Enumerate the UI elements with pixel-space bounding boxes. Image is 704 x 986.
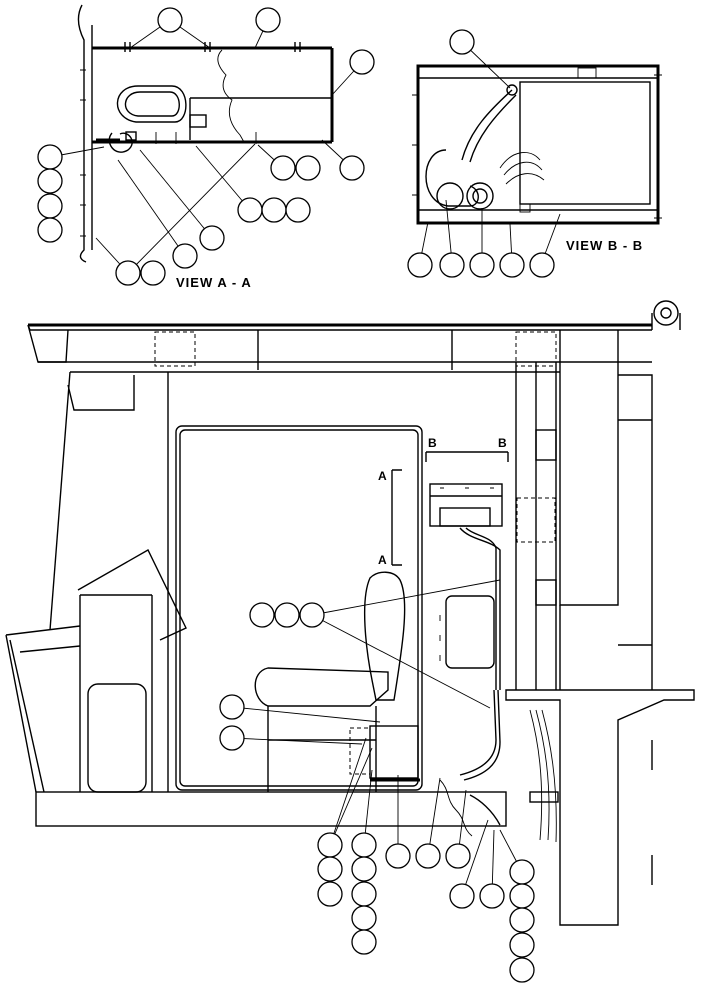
- callout-balloon: [261, 197, 287, 223]
- callout-balloon: [469, 252, 495, 278]
- callout-balloon: [509, 883, 535, 909]
- callout-balloon: [415, 843, 441, 869]
- callout-balloon: [270, 155, 296, 181]
- callout-balloon: [317, 832, 343, 858]
- lifting-eye: [653, 300, 679, 326]
- section-marker-b-right: B: [498, 436, 507, 450]
- callout-balloon: [509, 859, 535, 885]
- callout-balloon: [479, 883, 505, 909]
- control-box: [445, 595, 495, 669]
- pump-assembly: [369, 725, 419, 779]
- callout-balloon: [37, 144, 63, 170]
- callout-balloon: [351, 832, 377, 858]
- callout-balloon: [172, 243, 198, 269]
- callout-balloon: [339, 155, 365, 181]
- callout-balloon: [349, 49, 375, 75]
- callout-balloon: [219, 694, 245, 720]
- view-a-a-detail: VIEW A - A: [37, 4, 375, 290]
- section-marker-a-bottom: A: [378, 553, 387, 567]
- callout-balloon: [509, 907, 535, 933]
- callout-balloon: [219, 725, 245, 751]
- callout-balloon: [249, 602, 275, 628]
- callout-balloon: [237, 197, 263, 223]
- callout-balloon: [157, 7, 183, 33]
- callout-balloon: [529, 252, 555, 278]
- view-b-b-label: VIEW B - B: [566, 238, 643, 253]
- callout-balloon: [285, 197, 311, 223]
- callout-balloon: [115, 260, 141, 286]
- callout-balloon: [37, 217, 63, 243]
- callout-balloon: [37, 193, 63, 219]
- callout-balloon: [140, 260, 166, 286]
- view-b-b-detail: VIEW B - B: [407, 29, 662, 278]
- callout-balloon: [299, 602, 325, 628]
- callout-balloon: [255, 7, 281, 33]
- callout-balloon: [351, 905, 377, 931]
- section-marker-a-top: A: [378, 469, 387, 483]
- section-marker-b-left: B: [428, 436, 437, 450]
- cab-side-view: A A B B: [5, 300, 695, 983]
- callout-balloon: [439, 252, 465, 278]
- callout-balloon: [295, 155, 321, 181]
- callout-balloon: [509, 932, 535, 958]
- callout-balloon: [449, 883, 475, 909]
- callout-balloon: [351, 929, 377, 955]
- callout-balloon: [449, 29, 475, 55]
- callout-balloon: [37, 168, 63, 194]
- heater-unit: [429, 483, 503, 527]
- callout-balloon: [499, 252, 525, 278]
- callout-balloon: [317, 856, 343, 882]
- view-a-a-label: VIEW A - A: [176, 275, 252, 290]
- callout-balloon: [351, 881, 377, 907]
- callout-balloon: [509, 957, 535, 983]
- callout-balloon: [385, 843, 411, 869]
- callout-balloon: [199, 225, 225, 251]
- callout-balloon: [351, 856, 377, 882]
- callout-balloon: [445, 843, 471, 869]
- callout-balloon: [317, 881, 343, 907]
- callout-balloon: [407, 252, 433, 278]
- callout-balloon: [274, 602, 300, 628]
